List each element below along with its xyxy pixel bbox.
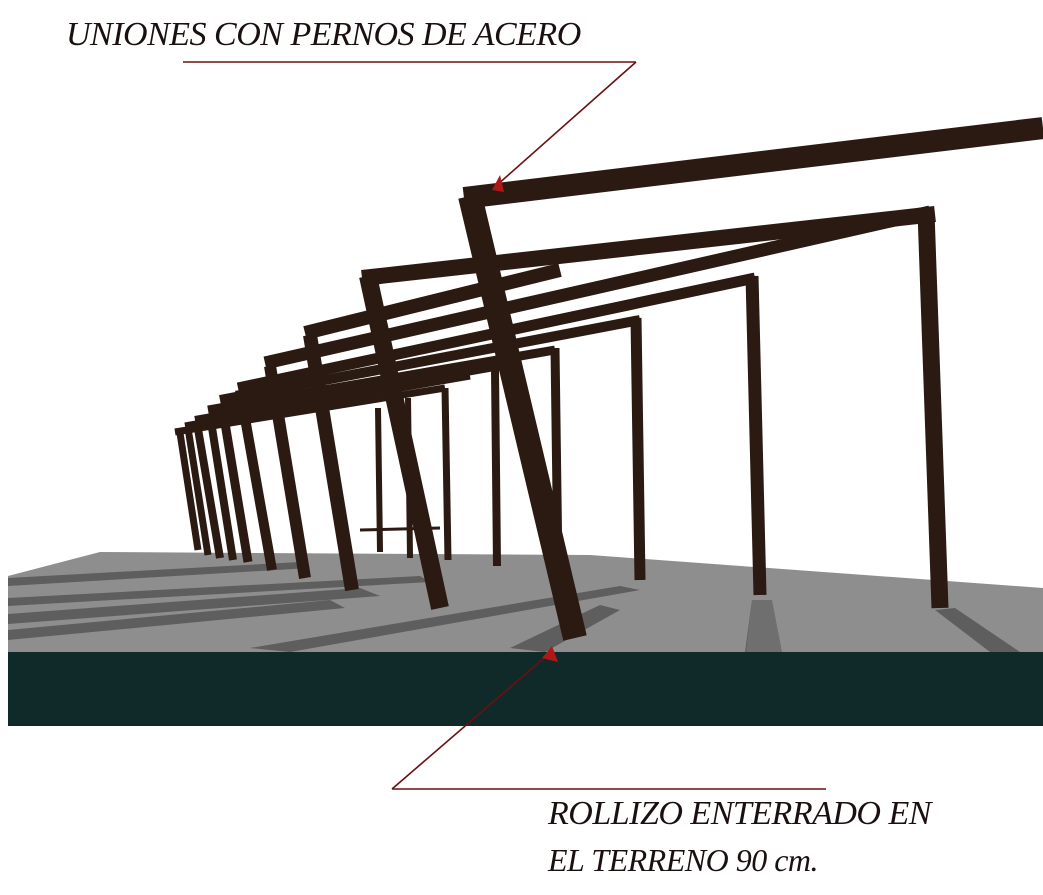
frames-near [359,117,1043,641]
leader-lines [183,61,826,790]
buried-post-marker [542,646,558,662]
buried-post-label-line2: EL TERRENO 90 cm. [548,842,819,878]
steel-bolt-joints-label: UNIONES CON PERNOS DE ACERO [66,16,581,53]
buried-post-label-line1: ROLLIZO ENTERRADO EN [548,795,931,832]
bolt-joint-marker [492,175,504,192]
ground-shadows [8,562,1020,652]
ground-front-face [8,652,1043,726]
frames-back-posts [359,211,949,609]
post-base-patch [746,600,782,652]
